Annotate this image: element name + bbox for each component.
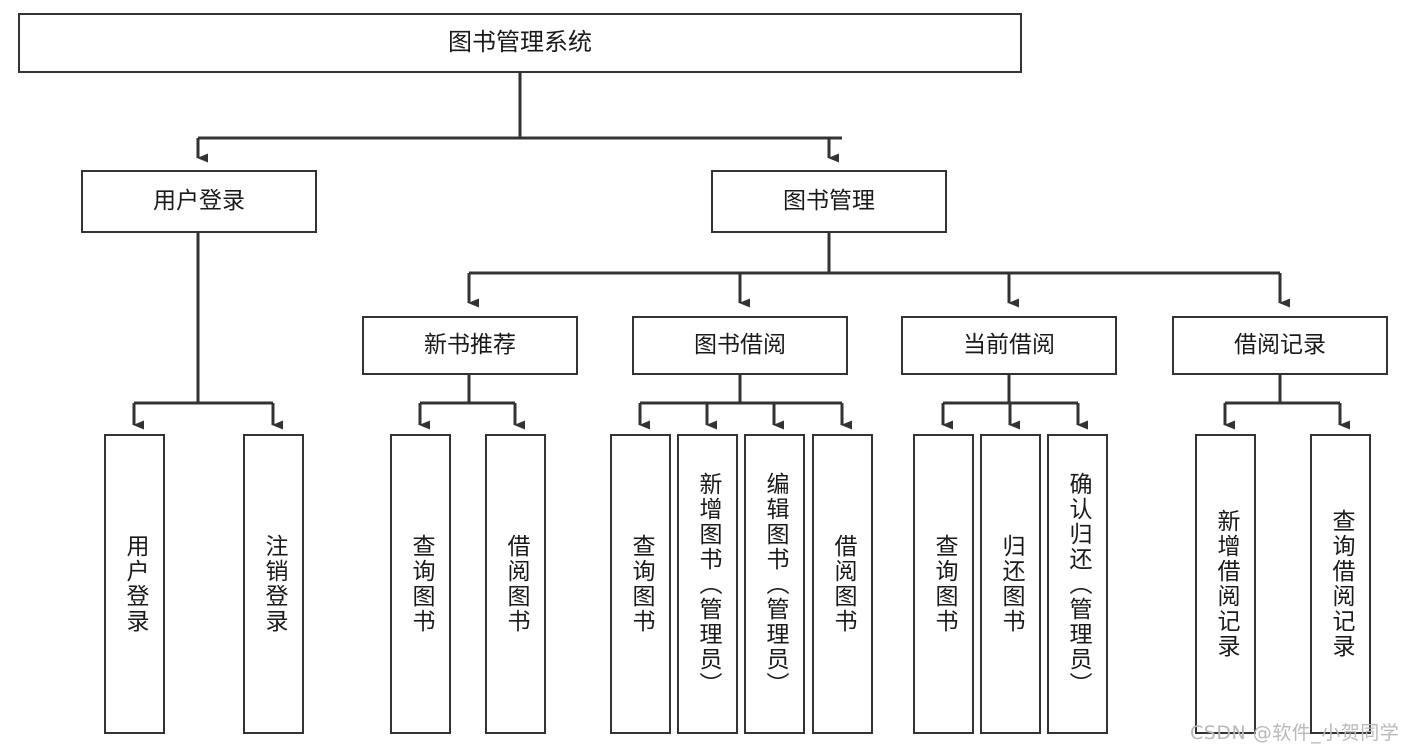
leaf-edit-book[interactable]: 编辑图书（管理员） <box>744 434 805 734</box>
node-label: 注销登录 <box>261 534 287 634</box>
node-user-login[interactable]: 用户登录 <box>81 170 317 233</box>
leaf-add-book[interactable]: 新增图书（管理员） <box>677 434 738 734</box>
node-label: 借阅记录 <box>1234 332 1326 359</box>
node-current-borrow[interactable]: 当前借阅 <box>901 316 1117 375</box>
node-label: 新书推荐 <box>424 332 516 359</box>
node-label: 查询图书 <box>931 534 957 634</box>
node-label: 用户登录 <box>153 188 245 215</box>
node-root-system[interactable]: 图书管理系统 <box>18 13 1022 73</box>
node-book-borrow[interactable]: 图书借阅 <box>632 316 848 375</box>
node-label: 当前借阅 <box>963 332 1055 359</box>
leaf-borrow-book-1[interactable]: 借阅图书 <box>485 434 546 734</box>
node-label: 新增借阅记录 <box>1213 509 1239 659</box>
leaf-user-login[interactable]: 用户登录 <box>104 434 165 734</box>
leaf-return-book[interactable]: 归还图书 <box>980 434 1041 734</box>
node-label: 借阅图书 <box>503 534 529 634</box>
node-borrow-record[interactable]: 借阅记录 <box>1172 316 1388 375</box>
node-label: 查询图书 <box>408 534 434 634</box>
node-label: 借阅图书 <box>830 534 856 634</box>
node-label: 查询图书 <box>628 534 654 634</box>
node-label: 图书管理系统 <box>448 28 592 57</box>
csdn-watermark: CSDN @软件_小贺同学 <box>1190 722 1400 744</box>
node-new-book-recommend[interactable]: 新书推荐 <box>362 316 578 375</box>
leaf-add-record[interactable]: 新增借阅记录 <box>1195 434 1256 734</box>
node-label: 图书借阅 <box>694 332 786 359</box>
leaf-query-book-2[interactable]: 查询图书 <box>610 434 671 734</box>
node-label: 图书管理 <box>783 188 875 215</box>
node-label: 用户登录 <box>122 534 148 634</box>
leaf-query-record[interactable]: 查询借阅记录 <box>1310 434 1371 734</box>
node-label: 归还图书 <box>998 534 1024 634</box>
node-label: 新增图书（管理员） <box>695 471 721 697</box>
node-book-management[interactable]: 图书管理 <box>711 170 947 233</box>
leaf-query-book-1[interactable]: 查询图书 <box>390 434 451 734</box>
leaf-query-book-3[interactable]: 查询图书 <box>913 434 974 734</box>
node-label: 编辑图书（管理员） <box>762 471 788 697</box>
node-label: 确认归还（管理员） <box>1065 471 1091 697</box>
leaf-logout-login[interactable]: 注销登录 <box>243 434 304 734</box>
leaf-confirm-return[interactable]: 确认归还（管理员） <box>1047 434 1108 734</box>
leaf-borrow-book-2[interactable]: 借阅图书 <box>812 434 873 734</box>
node-label: 查询借阅记录 <box>1328 509 1354 659</box>
